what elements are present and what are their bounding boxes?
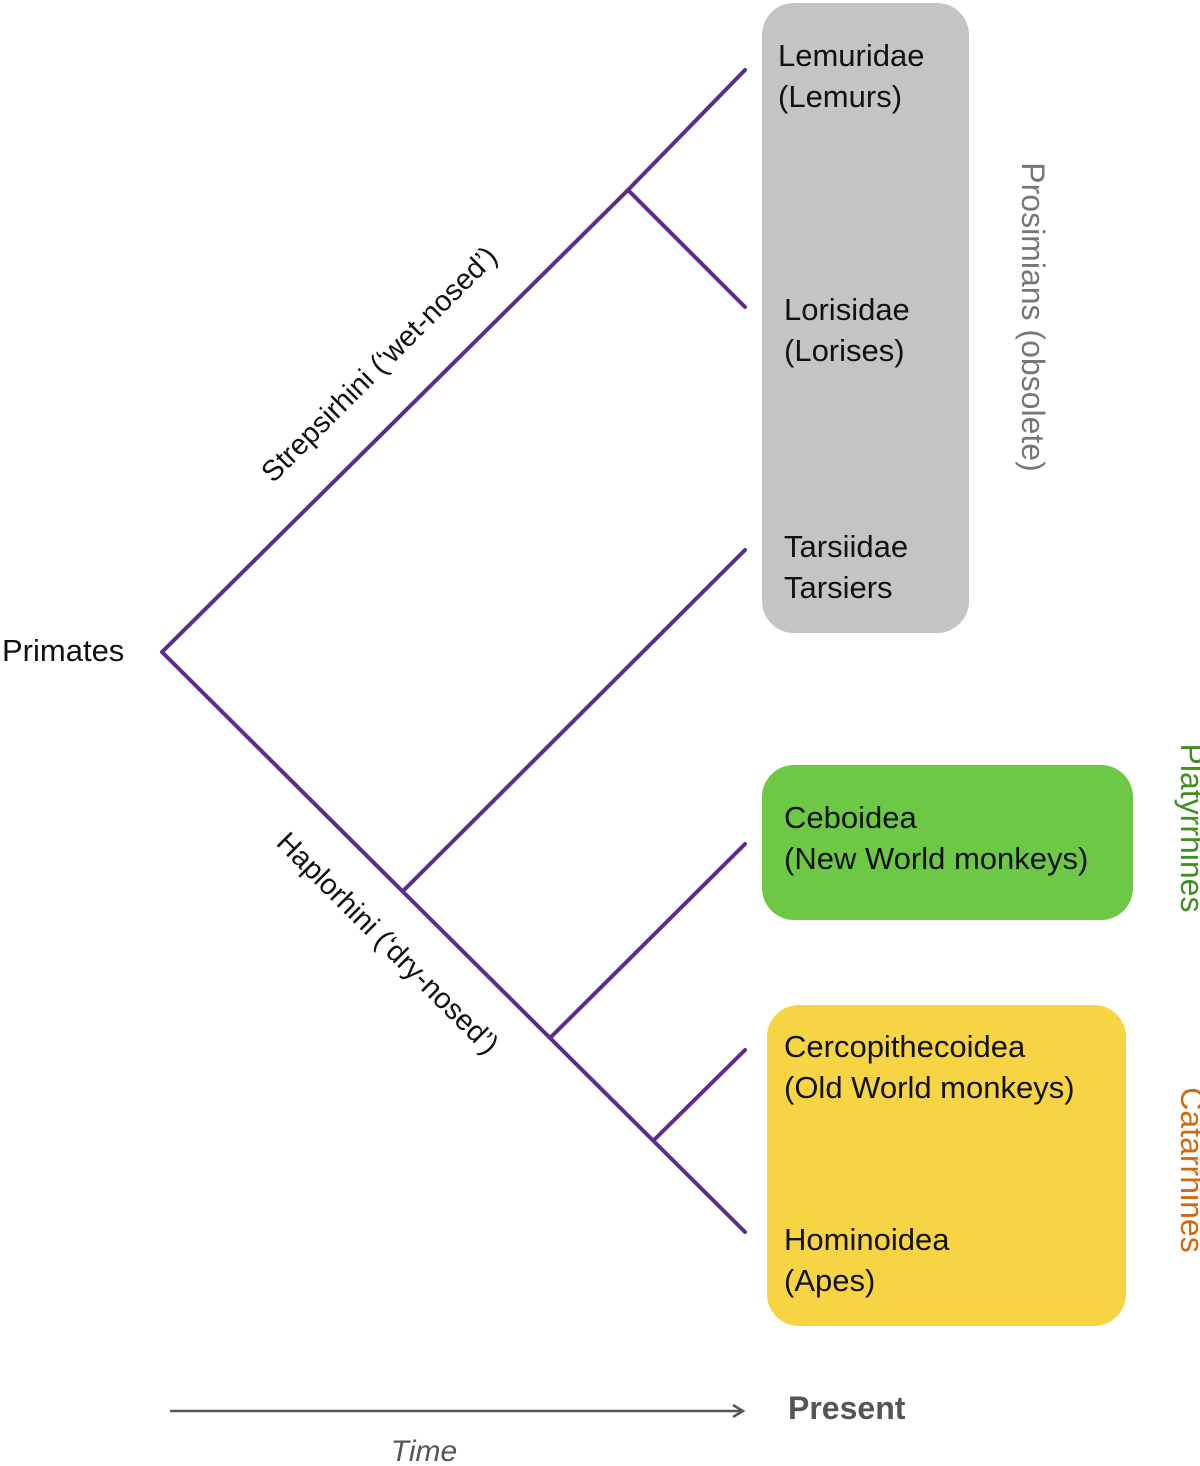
taxon-lorisidae: Lorisidae (Lorises) [784,292,910,368]
taxon-ceboidea: Ceboidea (New World monkeys) [784,800,1088,876]
clade-label-haplorhini: Haplorhini (‘dry-nosed’) [270,826,505,1061]
branch-cercopithecoidea [652,1048,747,1142]
taxon-name: Lemuridae [778,38,924,73]
taxon-common-name: (Old World monkeys) [784,1070,1075,1105]
taxon-hominoidea: Hominoidea (Apes) [784,1222,950,1298]
group-label-catarrhines: Catarrhines [1174,1087,1200,1252]
catarrhines-box [767,1005,1126,1326]
branch-lemuridae [626,68,747,192]
taxon-name: Tarsiidae [784,529,908,564]
group-label-platyrrhines: Platyrrhines [1174,744,1200,913]
branch-haplorhini [160,650,747,1234]
taxon-common-name: (New World monkeys) [784,841,1088,876]
taxon-name: Cercopithecoidea [784,1029,1026,1064]
branch-tarsiidae [402,548,747,892]
clade-label-strepsirhini: Strepsirhini (‘wet-nosed’) [255,240,503,488]
branch-lorisidae [626,188,747,309]
taxon-cercopithecoidea: Cercopithecoidea (Old World monkeys) [784,1029,1075,1105]
taxon-name: Lorisidae [784,292,910,327]
taxon-common-name: Tarsiers [784,570,893,605]
platyrrhines-box [762,765,1133,920]
branch-ceboidea [549,842,747,1039]
branch-strepsirhini [160,188,630,654]
root-label: Primates [2,633,124,668]
time-axis-label: Time [391,1435,457,1466]
time-axis-end-label: Present [788,1390,906,1426]
taxon-common-name: (Lemurs) [778,79,902,114]
taxon-name: Hominoidea [784,1222,950,1257]
taxon-lemuridae: Lemuridae (Lemurs) [778,38,924,114]
taxon-tarsiidae: Tarsiidae Tarsiers [784,529,908,605]
taxon-name: Ceboidea [784,800,917,835]
tree-branches [160,68,747,1234]
prosimians-box [762,3,969,633]
taxon-common-name: (Lorises) [784,333,905,368]
taxon-common-name: (Apes) [784,1263,875,1298]
group-label-prosimians: Prosimians (obsolete) [1015,162,1051,471]
